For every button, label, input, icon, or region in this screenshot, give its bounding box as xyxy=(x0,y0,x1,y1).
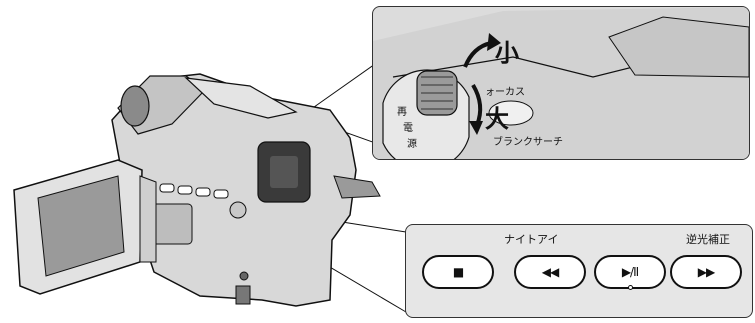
side-dial xyxy=(230,202,246,218)
zoom-large-label: 大 xyxy=(485,99,509,134)
jack xyxy=(240,272,248,280)
play-pause-button[interactable]: ▶/II xyxy=(594,255,666,289)
tactile-dot-icon xyxy=(628,285,633,290)
port-cover xyxy=(236,286,250,304)
side-button-1 xyxy=(160,184,174,192)
dial-label-3: 源 xyxy=(407,135,417,150)
focus-label: ォーカス xyxy=(485,83,525,98)
dial-label-1: 再 xyxy=(397,103,407,118)
backlight-label: 逆光補正 xyxy=(686,231,730,247)
fast-forward-button[interactable]: ▶▶ xyxy=(670,255,742,289)
dial-label-2: 電 xyxy=(403,119,413,134)
rewind-icon: ◀◀ xyxy=(542,265,558,279)
lcd-hinge xyxy=(140,176,156,262)
night-eye-label: ナイトアイ xyxy=(504,231,558,247)
side-button-2 xyxy=(178,186,192,194)
zoom-small-label: 小 xyxy=(495,33,519,68)
blank-search-label: ブランクサーチ xyxy=(493,133,563,148)
playback-buttons-detail: ナイトアイ 逆光補正 ■ ◀◀ ▶/II ▶▶ xyxy=(405,224,753,318)
fast-forward-icon: ▶▶ xyxy=(698,265,714,279)
speaker-grille xyxy=(152,204,192,244)
stop-button[interactable]: ■ xyxy=(422,255,494,289)
play-pause-icon: ▶/II xyxy=(622,265,638,279)
viewfinder-window xyxy=(270,156,298,188)
rewind-button[interactable]: ◀◀ xyxy=(514,255,586,289)
side-button-3 xyxy=(196,188,210,196)
stop-icon: ■ xyxy=(453,265,463,279)
side-button-4 xyxy=(214,190,228,198)
zoom-lever-detail: 小 大 ォーカス ブランクサーチ 再 電 源 xyxy=(372,6,750,160)
grip-strap xyxy=(334,176,380,198)
lens-front xyxy=(121,86,149,126)
